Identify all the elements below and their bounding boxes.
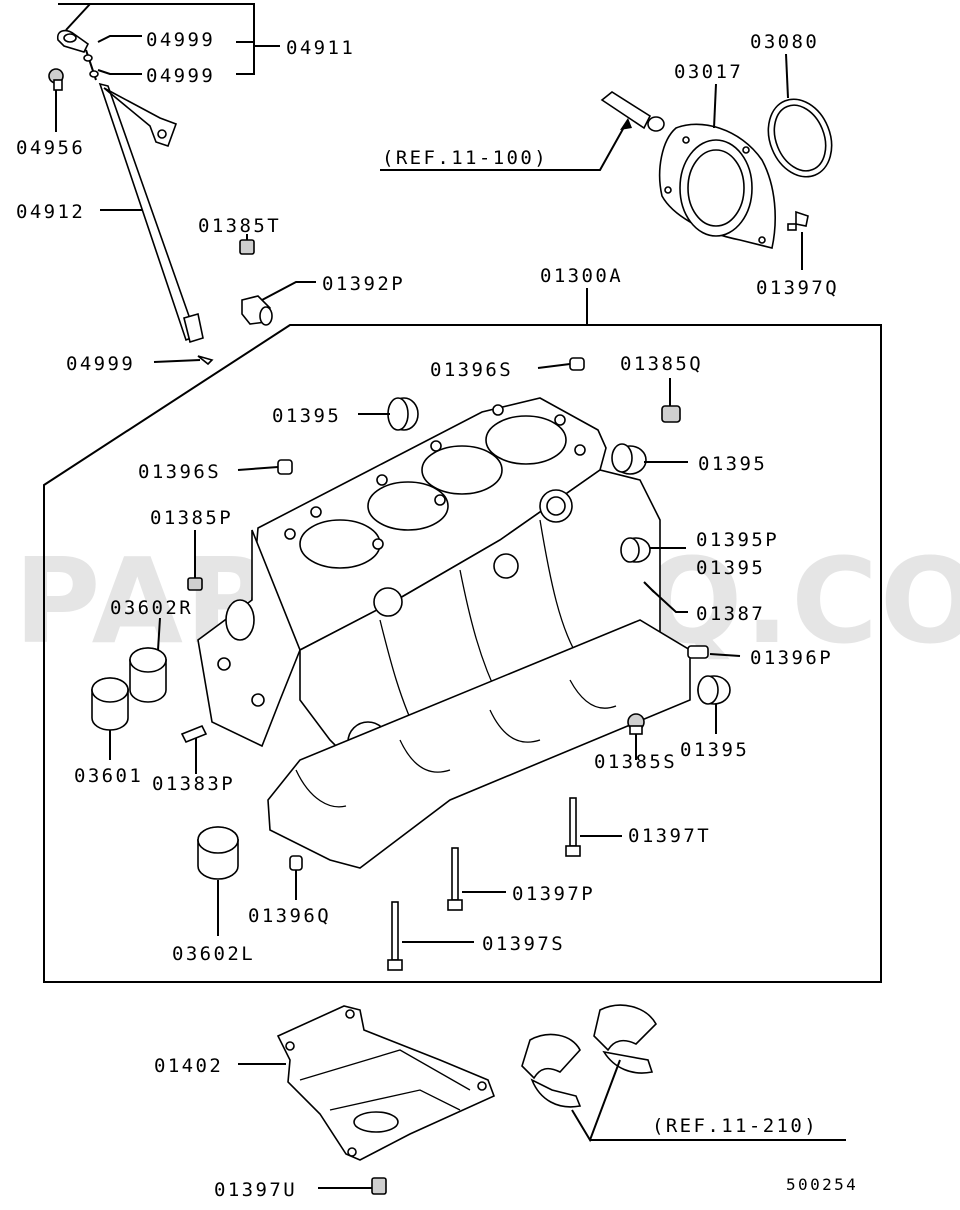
label-01402[interactable]: 01402 [154,1055,223,1077]
stud-01383P [180,724,208,744]
label-04999-top[interactable]: 04999 [146,29,215,51]
bushing-03602R [129,647,167,703]
bolt-01397U [371,1177,387,1195]
cylinder-block [197,397,691,869]
label-04999-mid[interactable]: 04999 [146,65,215,87]
bolt-01397S [387,901,403,971]
plug-01385P [187,577,203,591]
label-01383P[interactable]: 01383P [152,773,235,795]
label-01395-b[interactable]: 01395 [698,453,767,475]
dipstick-assembly [48,29,214,366]
label-04956[interactable]: 04956 [16,137,85,159]
label-01300A[interactable]: 01300A [540,265,623,287]
label-01397U[interactable]: 01397U [214,1179,297,1201]
rear-seal-housing [600,91,833,249]
label-01385T[interactable]: 01385T [198,215,281,237]
plug-01392P [241,295,273,326]
plug-01395-top-left [387,397,419,431]
diagram-code: 500254 [786,1175,858,1194]
plug-01395P [620,537,651,563]
block-group-frame [43,324,882,983]
leader-04999-mid [97,69,142,75]
leader-01387 [651,589,688,613]
bracket-04911 [58,3,255,75]
label-01397Q[interactable]: 01397Q [756,277,839,299]
label-03602L[interactable]: 03602L [172,943,255,965]
leader-03080 [785,53,789,99]
leader-ref-11-210-left [571,1059,621,1143]
plug-01385S [627,713,645,735]
leader-01396P [709,653,741,657]
label-03080[interactable]: 03080 [750,31,819,53]
label-01385P[interactable]: 01385P [150,507,233,529]
label-01395-c[interactable]: 01395 [696,557,765,579]
label-04912[interactable]: 04912 [16,201,85,223]
label-01392P[interactable]: 01392P [322,273,405,295]
label-01396P[interactable]: 01396P [750,647,833,669]
label-01387[interactable]: 01387 [696,603,765,625]
label-04911[interactable]: 04911 [286,37,355,59]
oil-baffle-01402 [276,1005,496,1161]
label-01396S-left[interactable]: 01396S [138,461,221,483]
bolt-01397P [447,847,463,911]
cap-01396P [687,645,709,659]
cap-01396S-top [569,357,585,371]
leader-ref-11-100 [380,119,629,171]
leader-04999-bottom [153,359,201,363]
bushing-03601 [91,677,129,731]
leader-03017 [713,83,717,129]
cap-01396Q [289,855,303,871]
leader-01396S-left [237,466,279,471]
label-03601[interactable]: 03601 [74,765,143,787]
plug-01395-top-right [611,443,647,475]
leader-01392P [261,281,316,301]
plug-01395-lower [697,675,731,705]
label-03602R[interactable]: 03602R [110,597,193,619]
leader-01396S-top [537,363,571,369]
bearing-shells [521,1004,657,1108]
label-01396Q[interactable]: 01396Q [248,905,331,927]
bushing-03602L [197,826,239,880]
label-01395-a[interactable]: 01395 [272,405,341,427]
label-ref-11-210[interactable]: (REF.11-210) [652,1115,818,1137]
bolt-01397T [565,797,581,857]
label-01395-d[interactable]: 01395 [680,739,749,761]
plug-01385Q [661,405,681,423]
label-03017[interactable]: 03017 [674,61,743,83]
label-01385Q[interactable]: 01385Q [620,353,703,375]
label-01385S[interactable]: 01385S [594,751,677,773]
label-01397P[interactable]: 01397P [512,883,595,905]
leader-04999-top [97,35,142,43]
label-ref-11-100[interactable]: (REF.11-100) [382,147,548,169]
label-01397S[interactable]: 01397S [482,933,565,955]
leader-03602R [157,617,161,651]
label-04999-bottom[interactable]: 04999 [66,353,135,375]
cap-01396S-left [277,459,293,475]
label-01397T[interactable]: 01397T [628,825,711,847]
plug-01385T [239,239,255,255]
label-01395P[interactable]: 01395P [696,529,779,551]
label-01396S-top[interactable]: 01396S [430,359,513,381]
